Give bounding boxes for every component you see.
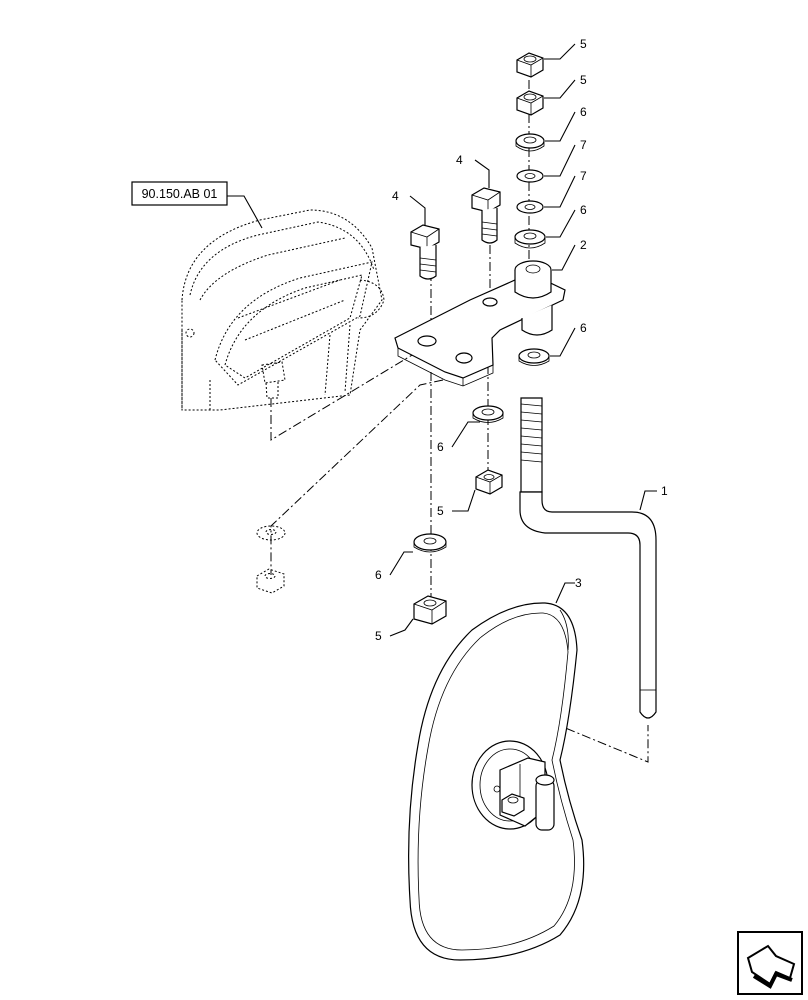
callout-5-second[interactable]: 5 [580,73,587,87]
callout-6-lower[interactable]: 6 [375,568,382,582]
work-light-phantom [181,209,385,412]
mirror-rod[interactable] [519,397,657,719]
callout-1[interactable]: 1 [661,484,668,498]
callout-5-bracket-under[interactable]: 5 [437,504,444,518]
callout-labels: 5 5 6 7 7 6 2 6 4 4 6 5 1 6 5 3 [375,37,668,643]
callout-leaders [389,43,657,637]
washer-7-top[interactable] [516,169,544,183]
mirror[interactable] [408,602,585,961]
mounting-bracket[interactable] [394,260,566,387]
light-nut-phantom [256,568,285,594]
callout-6-second[interactable]: 6 [580,203,587,217]
hex-bolt-left[interactable] [410,224,440,280]
washer-6-top[interactable] [515,133,545,152]
hex-nut-top[interactable] [516,52,544,78]
hex-nut-bracket-under[interactable] [475,469,503,495]
callout-7-top[interactable]: 7 [580,138,587,152]
callout-3[interactable]: 3 [575,576,582,590]
hex-nut-second[interactable] [516,90,544,116]
hex-nut-lower[interactable] [413,595,447,625]
callout-5-lower[interactable]: 5 [375,629,382,643]
washer-6-lower[interactable] [413,533,447,553]
callout-5-top[interactable]: 5 [580,37,587,51]
callout-4-right[interactable]: 4 [456,153,463,167]
reference-box[interactable]: 90.150.AB 01 [131,181,263,229]
callout-6-bracket-right[interactable]: 6 [580,321,587,335]
hex-bolt-right[interactable] [471,187,501,244]
washer-6-second[interactable] [514,229,546,249]
callout-4-left[interactable]: 4 [392,189,399,203]
light-washer-phantom [256,525,286,541]
washer-6-bracket-under[interactable] [472,405,504,423]
callout-2[interactable]: 2 [580,238,587,252]
callout-6-top[interactable]: 6 [580,105,587,119]
callout-7-second[interactable]: 7 [580,169,587,183]
callout-6-bracket-under[interactable]: 6 [437,440,444,454]
reference-box-label: 90.150.AB 01 [142,187,218,201]
washer-6-bracket-right[interactable] [518,348,550,366]
back-arrow-icon[interactable] [737,931,803,995]
washer-7-second[interactable] [516,200,544,214]
